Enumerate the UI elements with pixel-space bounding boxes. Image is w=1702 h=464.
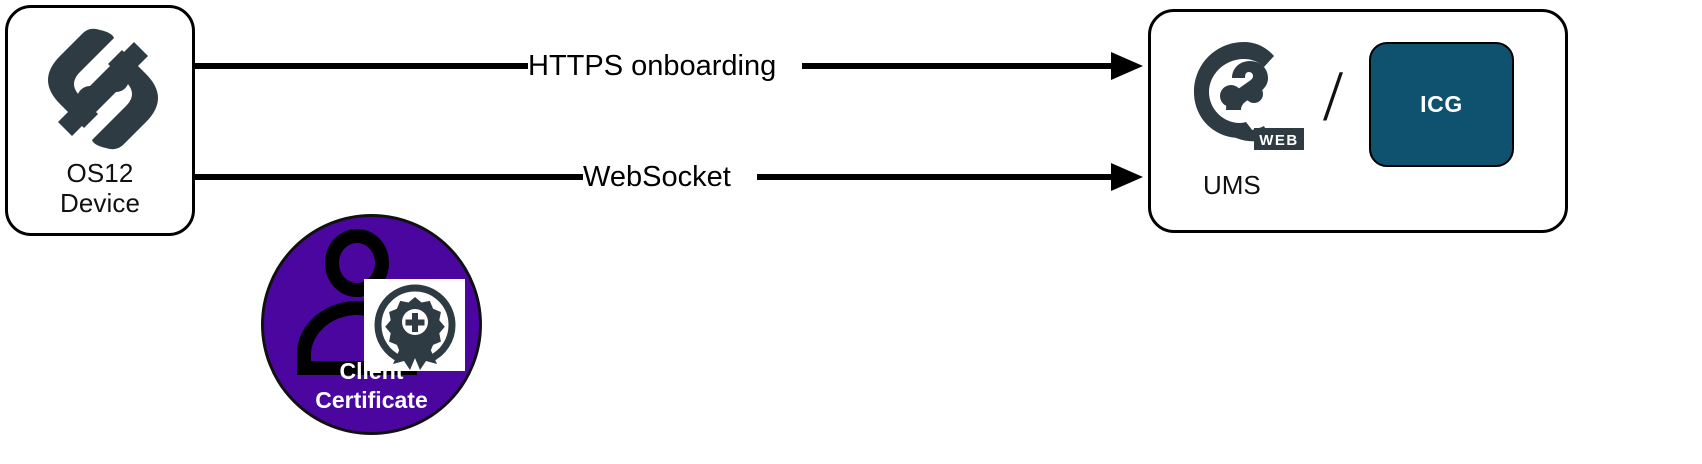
os12-device-node[interactable]: OS12 Device [5, 5, 195, 236]
edge-https-arrow-head-icon [1111, 52, 1143, 80]
svg-text:WEB: WEB [1259, 132, 1299, 149]
ums-icg-separator: / [1323, 56, 1344, 136]
user-with-certificate-icon [280, 227, 470, 377]
edge-websocket-label: WebSocket [583, 161, 731, 193]
os12-device-label-line2: Device [59, 188, 141, 218]
ums-web-logo-icon: WEB [1184, 34, 1314, 158]
os12-chainlink-logo-icon [36, 26, 170, 152]
os12-device-label: OS12 Device [8, 158, 192, 218]
os12-device-label-line1: OS12 [66, 158, 134, 188]
edge-websocket-line-left [195, 174, 583, 180]
edge-websocket-arrow-head-icon [1111, 163, 1143, 191]
client-certificate-badge[interactable]: Client Certificate [261, 214, 482, 435]
edge-https-line-left [195, 63, 528, 69]
ums-server-node[interactable]: WEB / ICG UMS [1148, 9, 1568, 233]
client-certificate-label-line1: Client [339, 358, 404, 384]
client-certificate-label-line2: Certificate [315, 387, 428, 413]
edge-https-line-right [802, 63, 1117, 69]
edge-https-label: HTTPS onboarding [528, 50, 777, 82]
icg-label: ICG [1420, 91, 1463, 117]
edge-websocket-line-right [757, 174, 1117, 180]
icg-box[interactable]: ICG [1369, 42, 1514, 167]
ums-label: UMS [1203, 170, 1261, 200]
client-certificate-label: Client Certificate [264, 357, 479, 415]
